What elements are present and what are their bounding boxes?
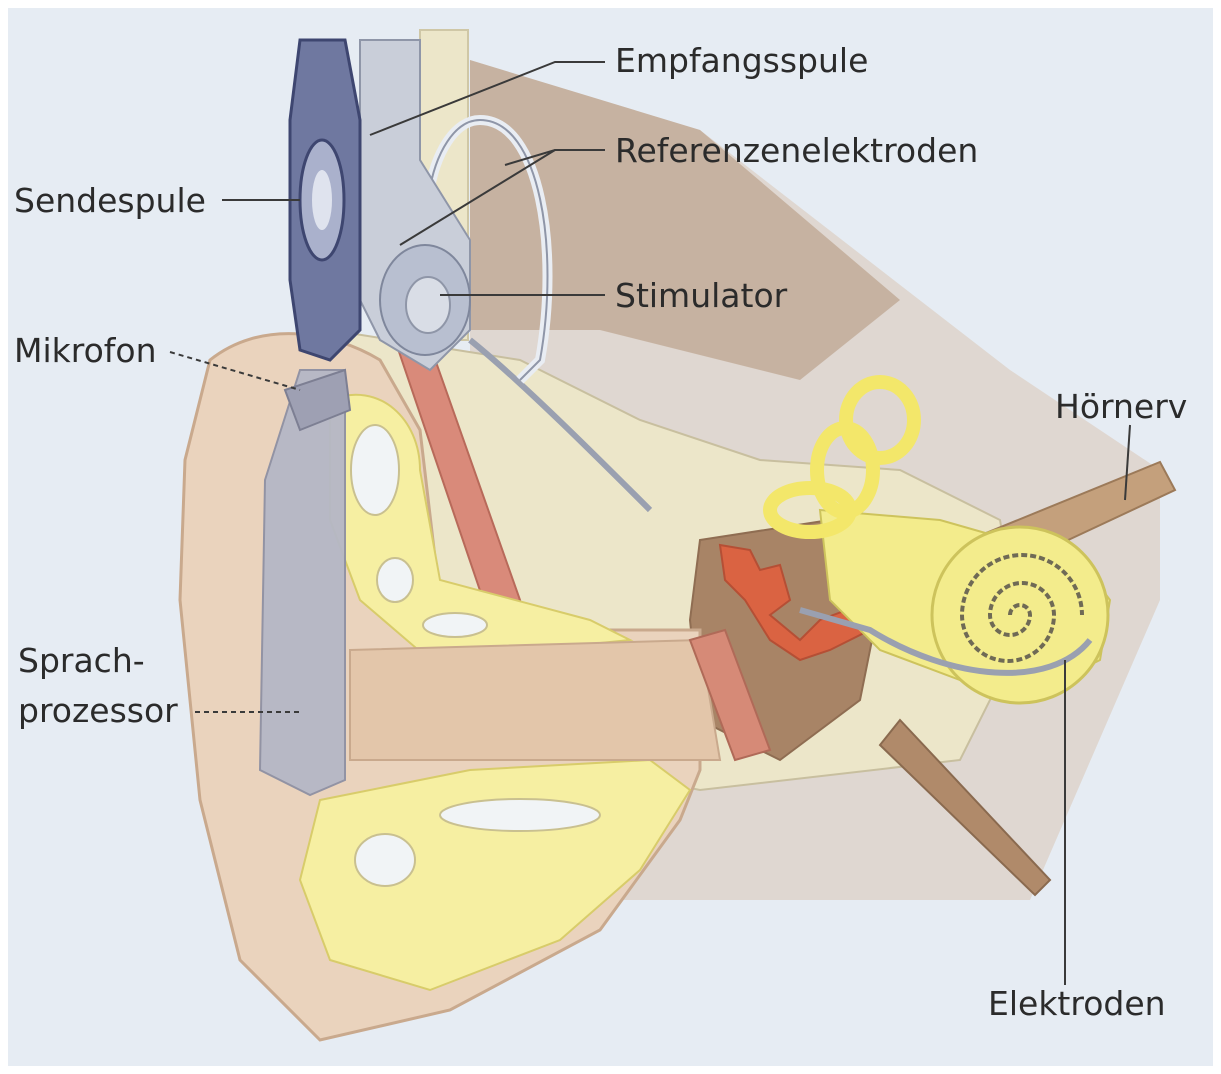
cartilage-hole-5 — [355, 834, 415, 886]
label-sendespule: Sendespule — [14, 181, 206, 220]
cartilage-hole-4 — [440, 799, 600, 831]
transmitter-coil-magnet — [312, 170, 332, 230]
cartilage-hole-2 — [377, 558, 413, 602]
stimulator-core — [406, 277, 450, 333]
ear-canal — [350, 640, 720, 760]
cartilage-hole-3 — [423, 613, 487, 637]
label-mikrofon: Mikrofon — [14, 331, 157, 370]
label-elektroden: Elektroden — [988, 984, 1166, 1023]
label-referenzelektroden: Referenzenelektroden — [615, 131, 978, 170]
label-empfangsspule: Empfangsspule — [615, 41, 868, 80]
label-sprachprozessor-1: Sprach- — [18, 641, 145, 680]
label-stimulator: Stimulator — [615, 276, 788, 315]
label-sprachprozessor-2: prozessor — [18, 691, 178, 730]
label-hoernerv: Hörnerv — [1055, 387, 1187, 426]
cartilage-hole-1 — [351, 425, 399, 515]
